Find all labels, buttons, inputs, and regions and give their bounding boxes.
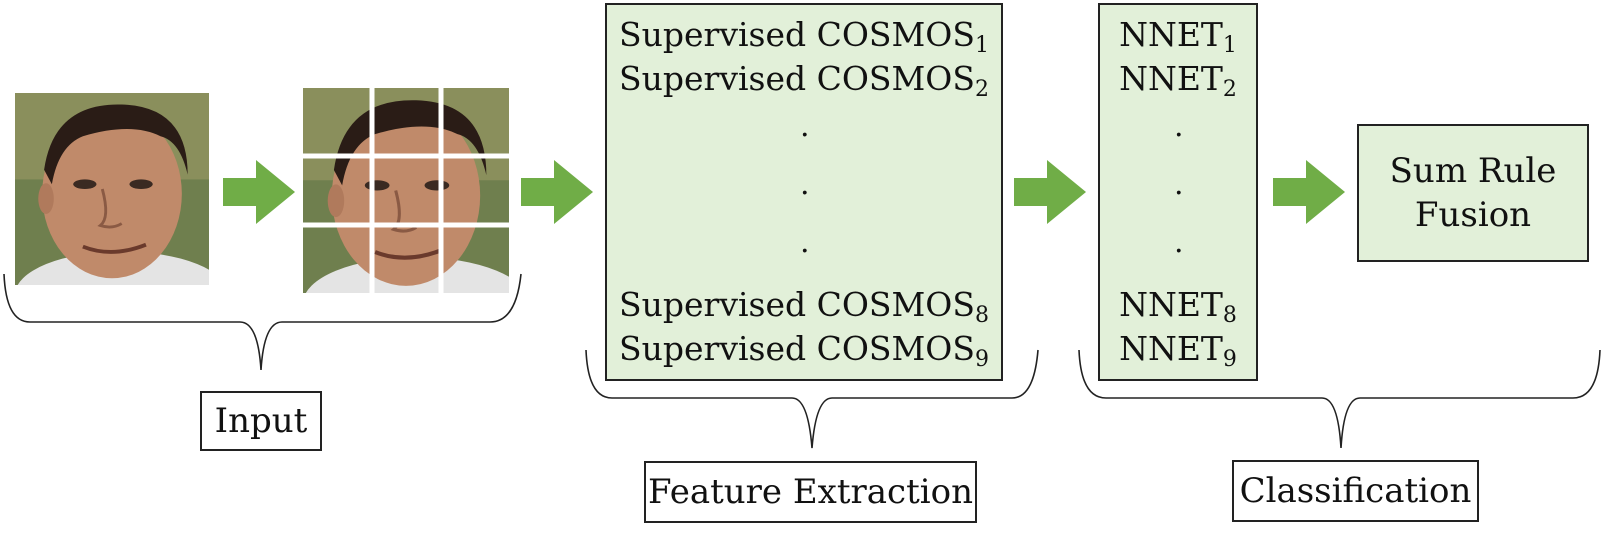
cosmos-1-sub: 1 [974, 33, 989, 58]
classification-brace-icon [1078, 349, 1601, 449]
nnet-ellipsis-3: . [1174, 225, 1184, 260]
nnet-line-1: NNET1 [1098, 15, 1258, 57]
cosmos-2-text: Supervised COSMOS [619, 59, 975, 98]
nnet-9-sub: 9 [1222, 347, 1237, 372]
arrow-2-icon [521, 160, 593, 224]
nnet-2-sub: 2 [1222, 77, 1237, 102]
nnet-ellipsis-2: . [1174, 167, 1184, 202]
tiled-face-grid [303, 88, 509, 293]
fusion-line-1: Sum Rule [1389, 150, 1557, 191]
classification-label: Classification [1232, 460, 1479, 522]
nnet-line-9: NNET9 [1098, 329, 1258, 371]
nnet-line-2: NNET2 [1098, 59, 1258, 101]
cosmos-line-8: Supervised COSMOS8 [605, 285, 1003, 327]
cosmos-8-sub: 8 [974, 303, 989, 328]
cosmos-line-2: Supervised COSMOS2 [605, 59, 1003, 101]
nnet-8-text: NNET [1119, 285, 1223, 324]
fusion-box: Sum Rule Fusion [1357, 124, 1589, 262]
arrow-4-icon [1273, 160, 1345, 224]
nnet-1-sub: 1 [1222, 33, 1237, 58]
input-brace-icon [3, 273, 522, 371]
cosmos-8-text: Supervised COSMOS [619, 285, 975, 324]
nnet-1-text: NNET [1119, 15, 1223, 54]
nnet-box [1098, 3, 1258, 381]
nnet-line-8: NNET8 [1098, 285, 1258, 327]
cosmos-2-sub: 2 [974, 77, 989, 102]
cosmos-ellipsis-2: . [800, 167, 810, 202]
cosmos-1-text: Supervised COSMOS [619, 15, 975, 54]
cosmos-line-1: Supervised COSMOS1 [605, 15, 1003, 57]
nnet-8-sub: 8 [1222, 303, 1237, 328]
arrow-1-icon [223, 160, 295, 224]
input-face-photo [15, 93, 209, 285]
input-label: Input [200, 391, 322, 451]
feature-extraction-label: Feature Extraction [644, 461, 977, 523]
cosmos-9-text: Supervised COSMOS [619, 329, 975, 368]
cosmos-ellipsis-1: . [800, 109, 810, 144]
cosmos-line-9: Supervised COSMOS9 [605, 329, 1003, 371]
cosmos-ellipsis-3: . [800, 225, 810, 260]
nnet-ellipsis-1: . [1174, 109, 1184, 144]
arrow-3-icon [1014, 160, 1086, 224]
cosmos-9-sub: 9 [974, 347, 989, 372]
nnet-2-text: NNET [1119, 59, 1223, 98]
fusion-line-2: Fusion [1414, 195, 1532, 235]
feature-extraction-box [605, 3, 1003, 381]
feature-brace-icon [585, 349, 1039, 449]
nnet-9-text: NNET [1119, 329, 1223, 368]
